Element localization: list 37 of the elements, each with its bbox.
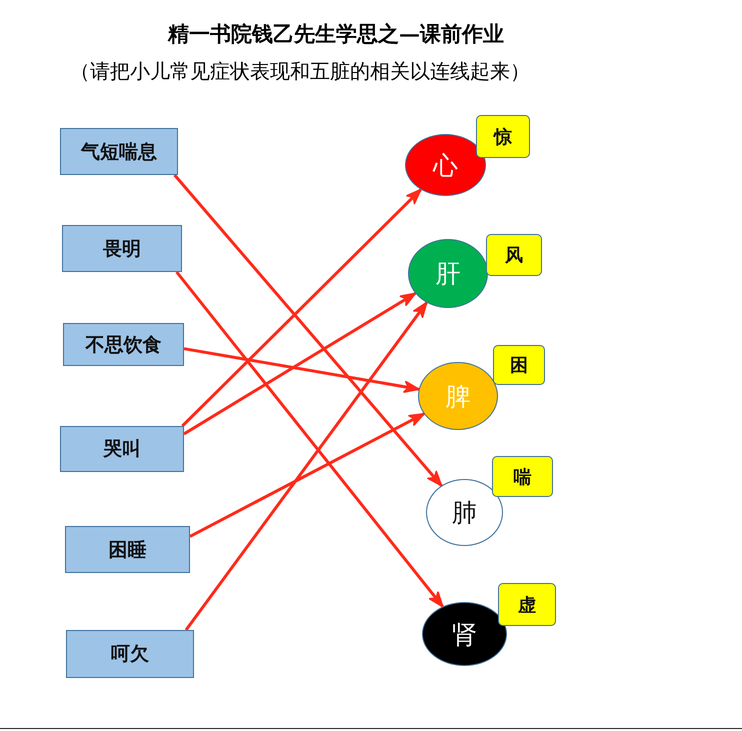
organ-name: 肝 bbox=[436, 258, 460, 290]
tag-text: 虚 bbox=[518, 594, 536, 616]
organ-name: 肺 bbox=[452, 497, 477, 529]
symptom-text: 气短喘息 bbox=[81, 140, 157, 164]
tag-box bbox=[493, 345, 545, 385]
symptom-box bbox=[62, 225, 182, 272]
tag-box bbox=[476, 115, 530, 158]
tag-text: 喘 bbox=[514, 466, 532, 488]
organ-name: 肾 bbox=[452, 618, 477, 650]
organ-name: 心 bbox=[433, 150, 458, 182]
arrow bbox=[173, 174, 443, 487]
arrow bbox=[176, 271, 444, 608]
title: 精一书院钱乙先生学思之—课前作业 bbox=[166, 20, 505, 48]
symptom-text: 困睡 bbox=[108, 538, 146, 562]
symptom-text: 畏明 bbox=[103, 236, 141, 262]
symptom-text: 不思饮食 bbox=[86, 332, 162, 358]
instruction-text: （请把小儿常见症状表现和五脏的相关以连线起来） bbox=[70, 58, 530, 85]
arrow bbox=[181, 188, 422, 428]
tag-box bbox=[492, 456, 553, 497]
symptom-box bbox=[63, 323, 184, 366]
tag-text: 困 bbox=[510, 354, 528, 377]
tag-box bbox=[498, 583, 556, 626]
symptom-box bbox=[66, 630, 194, 678]
symptom-text: 哭叫 bbox=[103, 437, 141, 462]
symptom-box bbox=[60, 426, 184, 472]
arrow bbox=[184, 347, 420, 394]
organ-name: 脾 bbox=[446, 380, 470, 412]
arrow bbox=[189, 412, 426, 538]
symptom-box bbox=[65, 526, 190, 573]
organ-ellipse bbox=[408, 239, 488, 308]
symptom-text: 呵欠 bbox=[111, 642, 149, 667]
symptom-box bbox=[60, 128, 178, 175]
tag-text: 惊 bbox=[494, 126, 512, 148]
arrow bbox=[183, 292, 417, 436]
tag-box bbox=[486, 234, 542, 276]
tag-text: 风 bbox=[505, 244, 523, 267]
arrow bbox=[184, 301, 428, 631]
